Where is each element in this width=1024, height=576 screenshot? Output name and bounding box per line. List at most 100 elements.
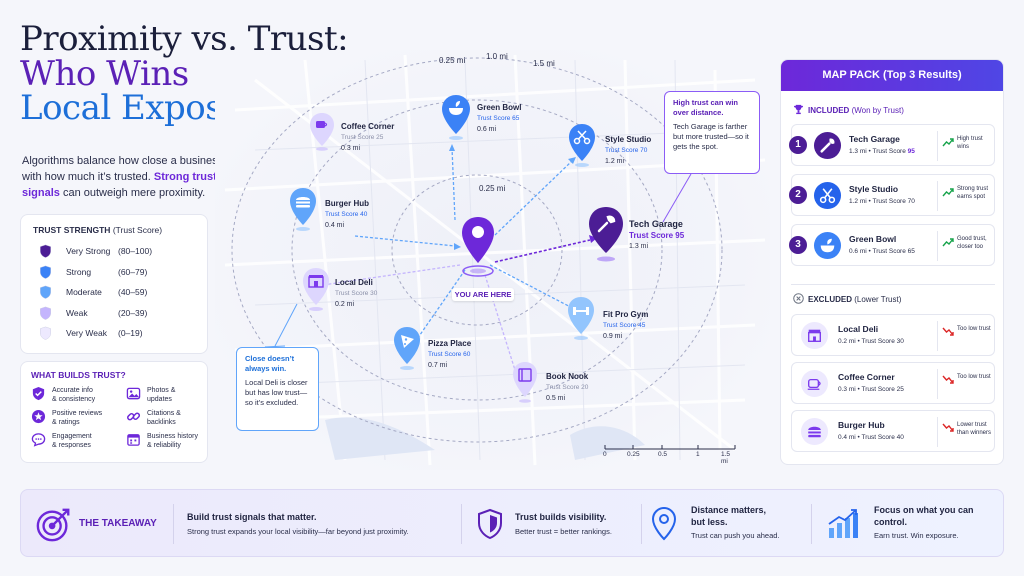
pin-label-local-deli: Local Deli Trust Score 30 0.2 mi xyxy=(335,277,377,310)
target-icon xyxy=(36,508,70,542)
scale-line xyxy=(604,445,736,450)
included-heading: INCLUDED (Won by Trust) xyxy=(793,104,904,115)
result-name: Green Bowl xyxy=(849,234,897,244)
pizza-pin-icon xyxy=(394,327,420,370)
takeaway-divider xyxy=(811,504,812,544)
map-pack-result[interactable]: 2 Style Studio 1.2 mi • Trust Score 70 S… xyxy=(789,174,995,216)
builds-item: Engagement& responses xyxy=(31,432,126,450)
legend-heading-sub: (Trust Score) xyxy=(110,225,163,235)
result-name: Coffee Corner xyxy=(838,372,895,382)
result-note: High trust wins xyxy=(957,136,983,150)
pin-score: Trust Score 60 xyxy=(428,351,471,358)
pin-label-book-nook: Book Nook Trust Score 20 0.5 mi xyxy=(546,371,588,404)
map-pack-excluded-result[interactable]: Burger Hub 0.4 mi • Trust Score 40 Lower… xyxy=(791,410,995,452)
shield-icon xyxy=(40,244,51,259)
legend-row: Strong(60–79) xyxy=(33,262,195,283)
pin-distance: 0.3 mi xyxy=(341,145,361,152)
callout-body: Tech Garage is farther but more trusted—… xyxy=(673,122,749,151)
result-meta: 0.4 mi • Trust Score 40 xyxy=(838,434,904,441)
result-note: Lower trust than winners xyxy=(957,422,992,436)
result-score: 95 xyxy=(907,148,915,155)
builds-item-line: Positive reviews xyxy=(52,410,103,417)
ring-label: 1.0 mi xyxy=(486,52,508,61)
builds-item-line: & consistency xyxy=(52,396,96,403)
result-divider xyxy=(937,231,938,261)
pin-name: Fit Pro Gym xyxy=(603,310,649,319)
map-scale-bar: 0 0.25 0.5 1 1.5 mi xyxy=(603,443,737,465)
result-meta: 1.3 mi • Trust Score 95 xyxy=(849,148,915,155)
result-divider xyxy=(937,369,938,399)
callout-close-doesnt-win: Close doesn’t always win. Local Deli is … xyxy=(236,347,319,431)
takeaway-point-body: Trust can push you ahead. xyxy=(691,531,780,540)
calendar-icon xyxy=(127,434,140,446)
pin-name: Style Studio xyxy=(605,135,652,144)
trend-up-icon xyxy=(942,138,954,147)
legend-heading: TRUST STRENGTH (Trust Score) xyxy=(33,225,195,235)
pin-distance: 1.2 mi xyxy=(605,158,625,165)
result-meta: 0.3 mi • Trust Score 25 xyxy=(838,386,904,393)
link-icon xyxy=(127,412,141,421)
builds-item: Positive reviews & ratings xyxy=(31,409,126,427)
pin-distance: 0.4 mi xyxy=(325,222,345,229)
ring-label: 0.25 mi xyxy=(479,184,506,193)
takeaway-divider xyxy=(461,504,462,544)
dumbbell-pin-icon xyxy=(568,297,594,340)
builds-item: Citations &backlinks xyxy=(126,409,206,427)
result-score-label: Trust Score xyxy=(872,198,908,205)
result-divider xyxy=(937,131,938,161)
result-name: Tech Garage xyxy=(849,134,900,144)
shield-icon xyxy=(40,306,51,320)
ring-label: 0.25 mi xyxy=(439,56,466,65)
included-heading-main: INCLUDED xyxy=(808,106,850,115)
pin-distance: 1.3 mi xyxy=(629,243,649,250)
takeaway-point-body: Earn trust. Win exposure. xyxy=(874,531,959,540)
pin-name: Green Bowl xyxy=(477,103,522,112)
legend-level-name: Very Weak xyxy=(66,328,107,339)
pin-label-fit-pro-gym: Fit Pro Gym Trust Score 45 0.9 mi xyxy=(603,309,648,342)
map-pack-excluded-result[interactable]: Local Deli 0.2 mi • Trust Score 30 Too l… xyxy=(791,314,995,356)
map-pack-result[interactable]: 1 Tech Garage 1.3 mi • Trust Score 95 Hi… xyxy=(789,124,995,166)
legend-heading-main: TRUST STRENGTH xyxy=(33,225,111,235)
result-name: Local Deli xyxy=(838,324,879,334)
takeaway-banner: THE TAKEAWAY Build trust signals that ma… xyxy=(20,489,1004,557)
result-distance: 1.2 mi xyxy=(849,198,867,205)
you-are-here-label: YOU ARE HERE xyxy=(452,288,514,301)
pin-label-coffee-corner: Coffee Corner Trust Score 25 0.3 mi xyxy=(341,121,394,154)
takeaway-point-title: Distance matters, but less. xyxy=(691,505,767,527)
map-pack-title: MAP PACK (Top 3 Results) xyxy=(781,60,1003,91)
intro-part-1: Algorithms balance how close a business … xyxy=(22,155,235,183)
callout-title: Close doesn’t always win. xyxy=(245,354,295,373)
growth-chart-icon xyxy=(828,509,858,538)
coffee-pin-icon xyxy=(310,113,334,151)
shield-icon xyxy=(40,285,51,300)
result-note: Too low trust xyxy=(957,374,991,380)
legend-row: Moderate(40–59) xyxy=(33,282,195,303)
result-score: 70 xyxy=(907,198,915,205)
builds-item-line: Citations & xyxy=(147,410,181,417)
scale-tick: 0 xyxy=(603,451,607,458)
chat-icon xyxy=(31,433,46,447)
map-pack-excluded-result[interactable]: Coffee Corner 0.3 mi • Trust Score 25 To… xyxy=(791,362,995,404)
legend-level-name: Very Strong xyxy=(66,246,111,257)
pin-name: Coffee Corner xyxy=(341,122,395,131)
result-name: Burger Hub xyxy=(838,420,885,430)
trend-down-icon xyxy=(942,327,954,336)
result-distance: 1.3 mi xyxy=(849,148,867,155)
what-builds-trust-panel: WHAT BUILDS TRUST? Accurate info& consis… xyxy=(20,361,208,463)
you-are-here-pin xyxy=(462,217,494,277)
result-divider xyxy=(937,181,938,211)
result-separator: • xyxy=(866,198,873,205)
shield-icon xyxy=(40,326,51,341)
builds-item: Accurate info& consistency xyxy=(31,386,126,404)
pin-name: Tech Garage xyxy=(629,219,683,229)
map-pack-result[interactable]: 3 Green Bowl 0.6 mi • Trust Score 65 Goo… xyxy=(789,224,995,266)
trend-down-icon xyxy=(942,423,954,432)
result-meta: 0.2 mi • Trust Score 30 xyxy=(838,338,904,345)
builds-item-line: & ratings xyxy=(52,419,80,426)
excluded-heading: EXCLUDED (Lower Trust) xyxy=(793,293,901,304)
legend-level-range: (40–59) xyxy=(118,287,148,298)
burger-icon xyxy=(800,417,829,446)
legend-row: Very Strong(80–100) xyxy=(33,241,195,262)
intro-strong: Strong trust signals xyxy=(22,171,217,199)
result-score-label: Trust Score xyxy=(872,148,908,155)
